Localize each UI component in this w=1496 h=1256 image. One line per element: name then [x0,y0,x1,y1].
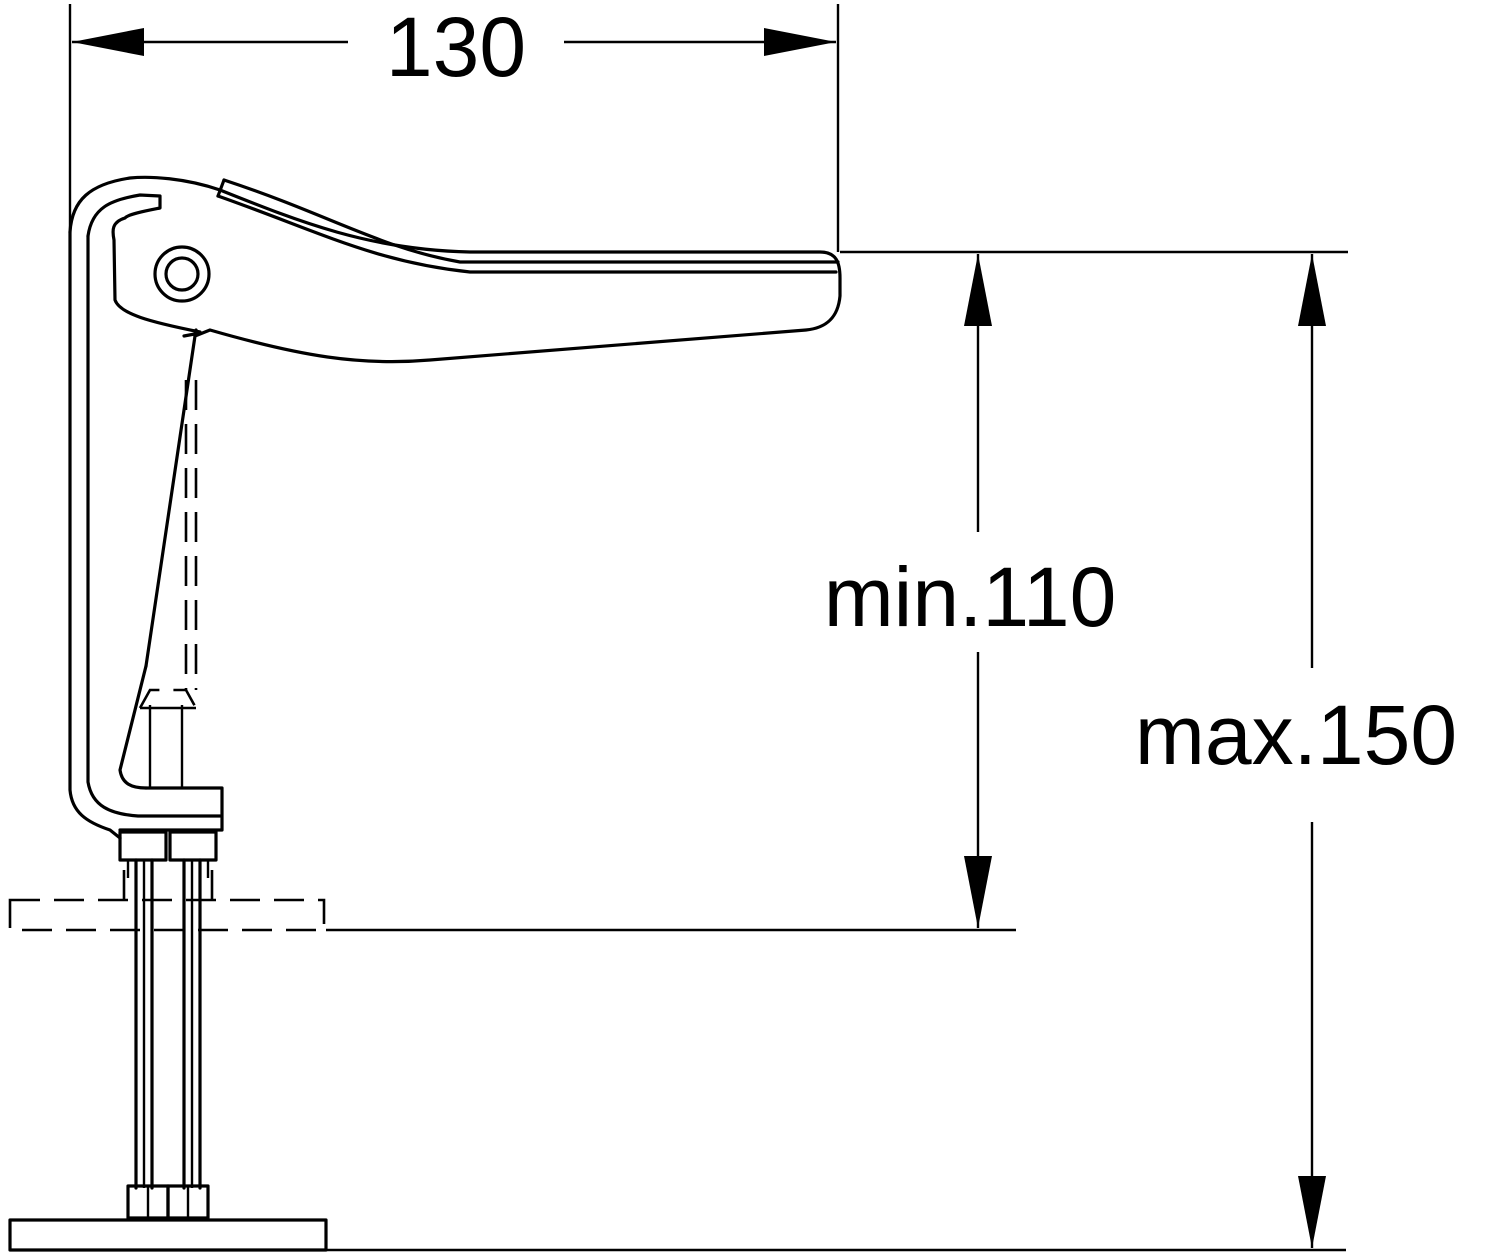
width-label: 130 [386,0,526,94]
max-arrow-top [1298,254,1326,326]
width-dimension: 130 [68,0,840,252]
min-height-label: min.110 [824,550,1117,644]
max-height-dimension: max.150 [1135,254,1457,1248]
width-arrow-right [764,28,836,56]
width-arrow-left [72,28,144,56]
countertop-outline [8,898,326,932]
faucet-body [68,175,842,840]
max-arrow-bottom [1298,1176,1326,1248]
max-height-label: max.150 [1135,688,1457,782]
min-arrow-bottom [964,856,992,928]
min-height-dimension: min.110 [790,254,1150,928]
threaded-rods [134,858,202,1190]
hidden-lines [138,380,198,788]
extension-lines [326,250,1348,1252]
min-arrow-top [964,254,992,326]
fixing-plate [8,1184,328,1252]
